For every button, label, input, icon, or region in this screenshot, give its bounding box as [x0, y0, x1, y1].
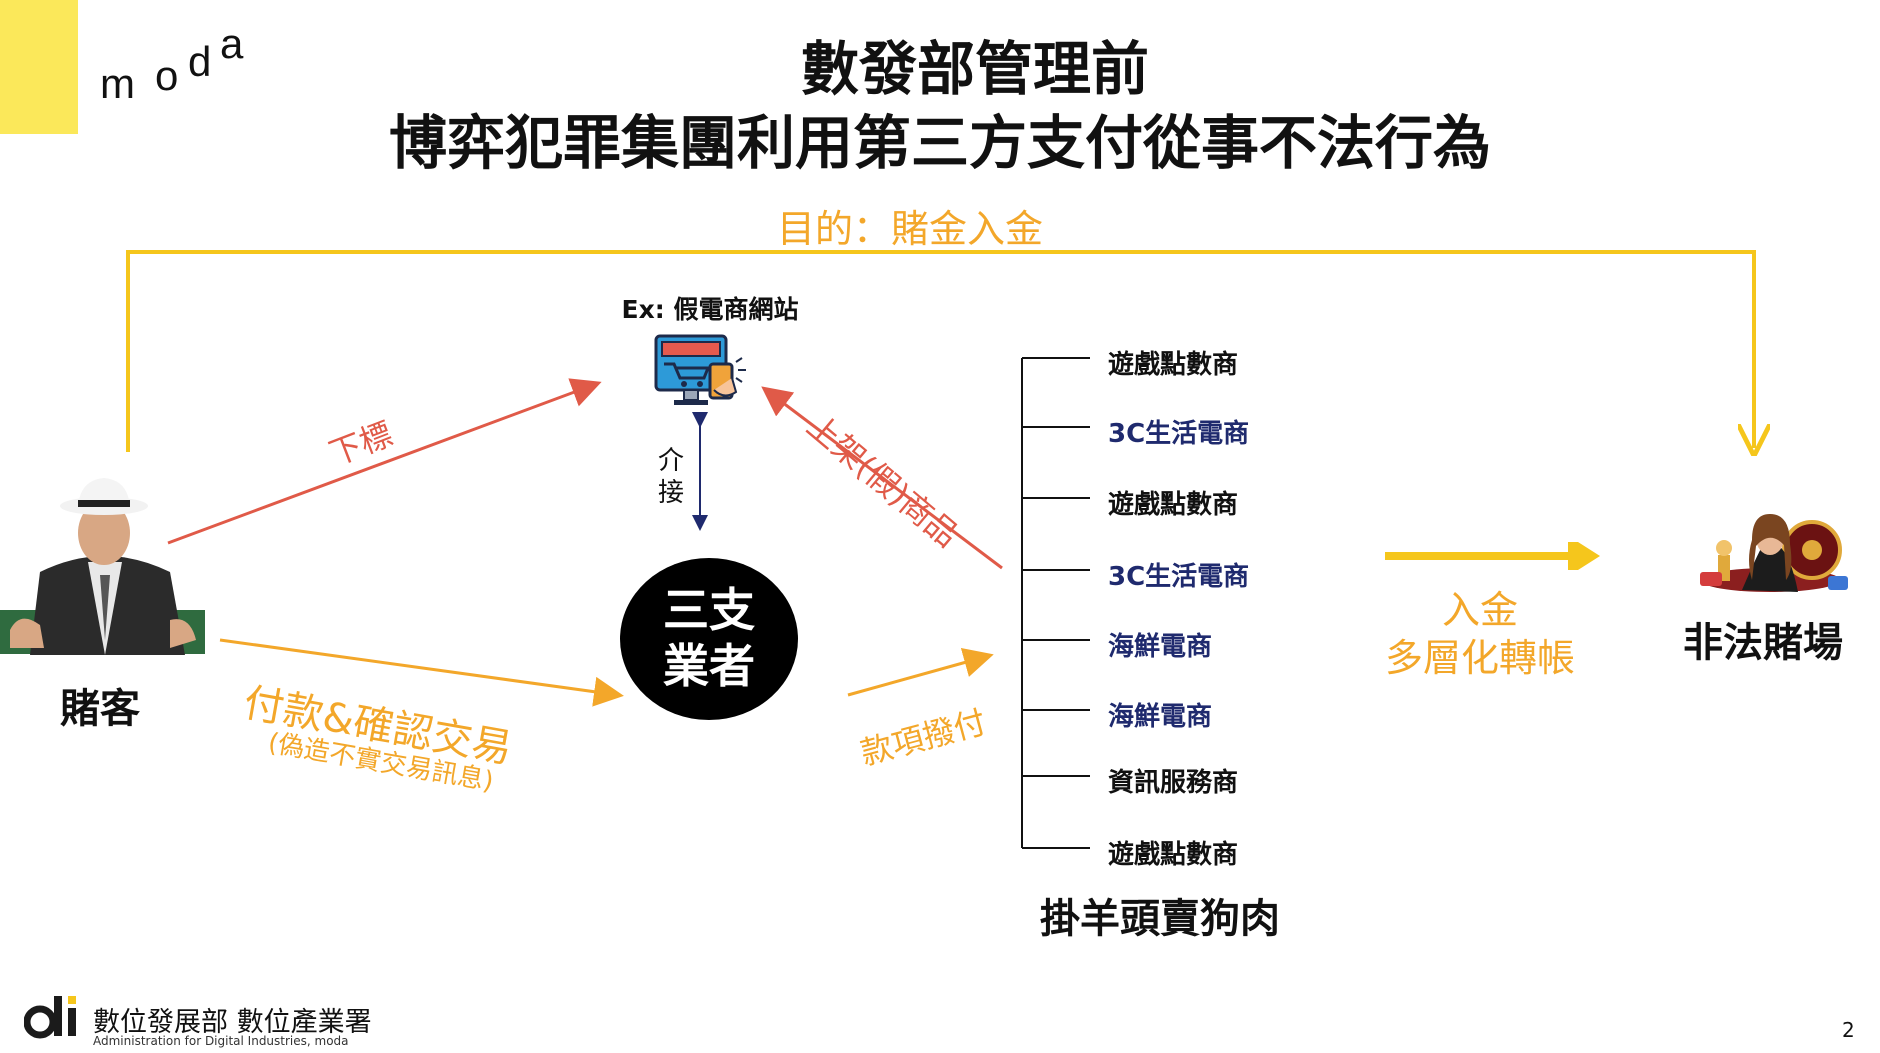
title-line-1: 數發部管理前 [800, 35, 1149, 103]
gambler-avatar-icon [0, 478, 205, 655]
interface-line-1: 介 [657, 446, 684, 476]
merchant-item: 遊戲點數商 [1108, 350, 1239, 380]
merchant-tree-title: 掛羊頭賣狗肉 [1040, 896, 1280, 942]
deposit-label: 入金 多層化轉帳 [1370, 586, 1590, 682]
merchant-tree-lines [1021, 357, 1090, 849]
casino-dealer-icon [1700, 514, 1848, 592]
footer-org-name-en: Administration for Digital Industries, m… [93, 1034, 349, 1048]
third-party-line-1: 三支 [663, 583, 755, 637]
third-party-line-2: 業者 [663, 639, 755, 693]
payment-arrow [219, 638, 624, 707]
merchant-item: 海鮮電商 [1108, 702, 1213, 732]
deposit-line-1: 入金 [1441, 588, 1518, 632]
fake-site-label: Ex: 假電商網站 [621, 295, 799, 324]
merchant-item: 3C生活電商 [1108, 419, 1250, 449]
purpose-label: 目的：賭金入金 [776, 207, 1043, 251]
merchant-item: 海鮮電商 [1108, 632, 1213, 662]
merchant-item: 3C生活電商 [1108, 562, 1250, 592]
ecommerce-shop-icon [654, 334, 746, 405]
footer-org-name: 數位發展部 數位產業署 [93, 1007, 372, 1038]
bet-arrow [167, 378, 602, 545]
brand-accent-block [0, 0, 78, 134]
page-number: 2 [1842, 1018, 1855, 1042]
moda-logo: m o d a [100, 20, 244, 107]
adi-logo-icon [24, 996, 76, 1039]
svg-text:m: m [100, 60, 135, 107]
third-party-node: 三支 業者 [620, 558, 798, 720]
deposit-arrowhead [1568, 542, 1600, 570]
merchant-item: 遊戲點數商 [1108, 490, 1239, 520]
svg-text:d: d [188, 38, 211, 85]
merchant-item: 遊戲點數商 [1108, 840, 1239, 870]
list-goods-arrow [761, 386, 1003, 570]
svg-text:o: o [155, 52, 178, 99]
gambler-label: 賭客 [60, 686, 140, 732]
casino-label: 非法賭場 [1683, 620, 1843, 666]
merchant-item: 資訊服務商 [1108, 768, 1239, 798]
deposit-line-2: 多層化轉帳 [1384, 636, 1575, 680]
purpose-loop-line [126, 250, 1754, 452]
interface-label: 介 接 [656, 445, 686, 509]
title-line-2: 博弈犯罪集團利用第三方支付從事不法行為 [388, 109, 1491, 177]
interface-line-2: 接 [657, 478, 684, 508]
disbursement-arrow [847, 647, 994, 697]
svg-text:a: a [220, 20, 244, 67]
